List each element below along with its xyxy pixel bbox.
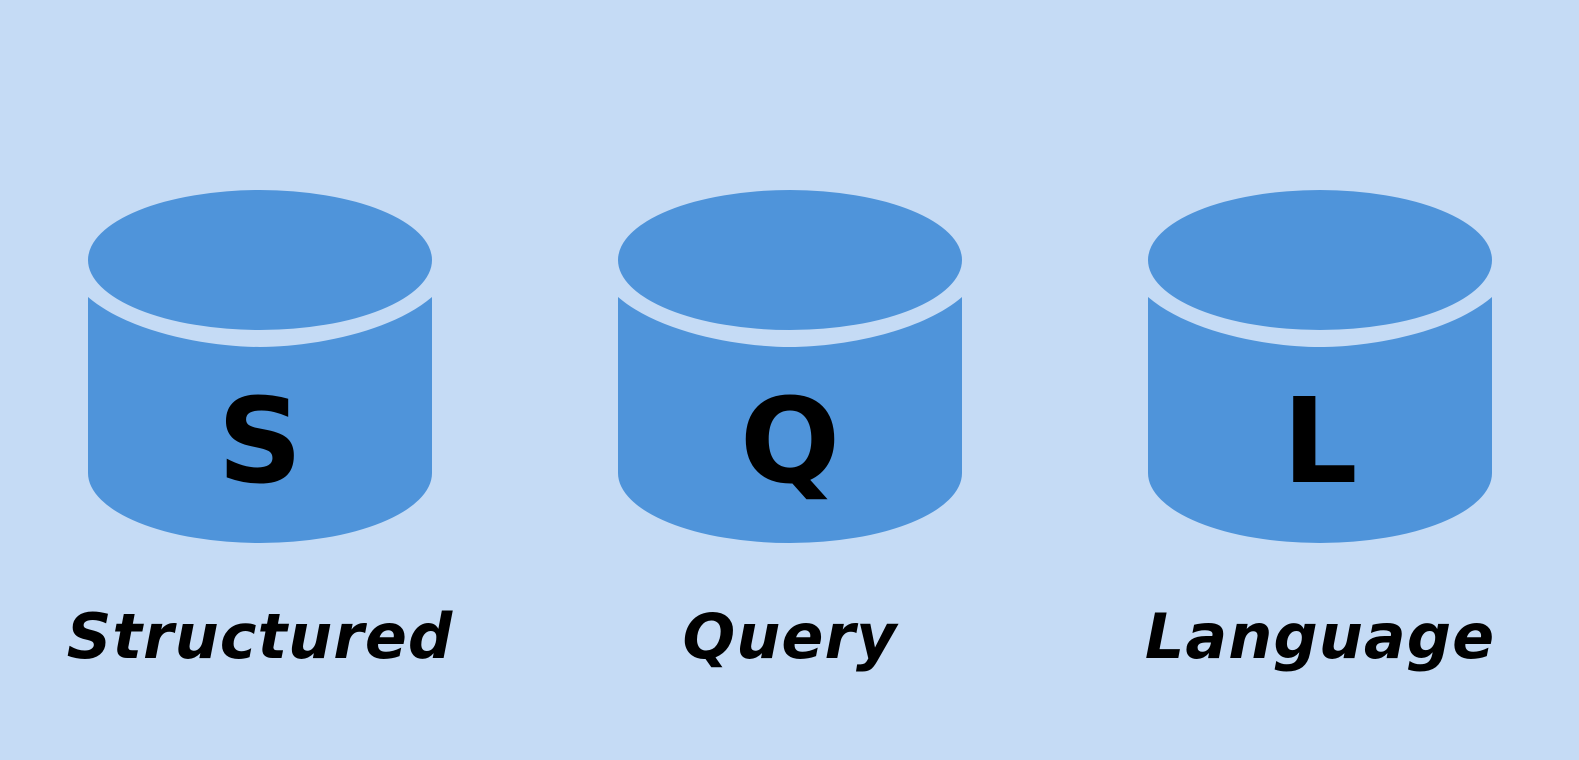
cylinder-q-group: Q Query [610,0,970,760]
acronym-word: Structured [66,600,454,673]
database-icon [88,190,432,543]
cylinder-body [88,297,432,543]
cylinder-top [1148,190,1492,330]
cylinder-s-group: S Structured [67,0,452,760]
database-icon [618,190,962,543]
cylinder-body [1148,297,1492,543]
cylinder-letter: S [217,372,303,510]
cylinder-top [618,190,962,330]
cylinder-body [618,297,962,543]
acronym-word: Query [682,600,898,673]
database-icon [1148,190,1492,543]
cylinder-letter: L [1282,372,1358,510]
acronym-word: Language [1144,600,1496,673]
cylinder-letter: Q [739,372,841,510]
cylinder-top [88,190,432,330]
cylinder-l-group: L Language [1140,0,1500,760]
